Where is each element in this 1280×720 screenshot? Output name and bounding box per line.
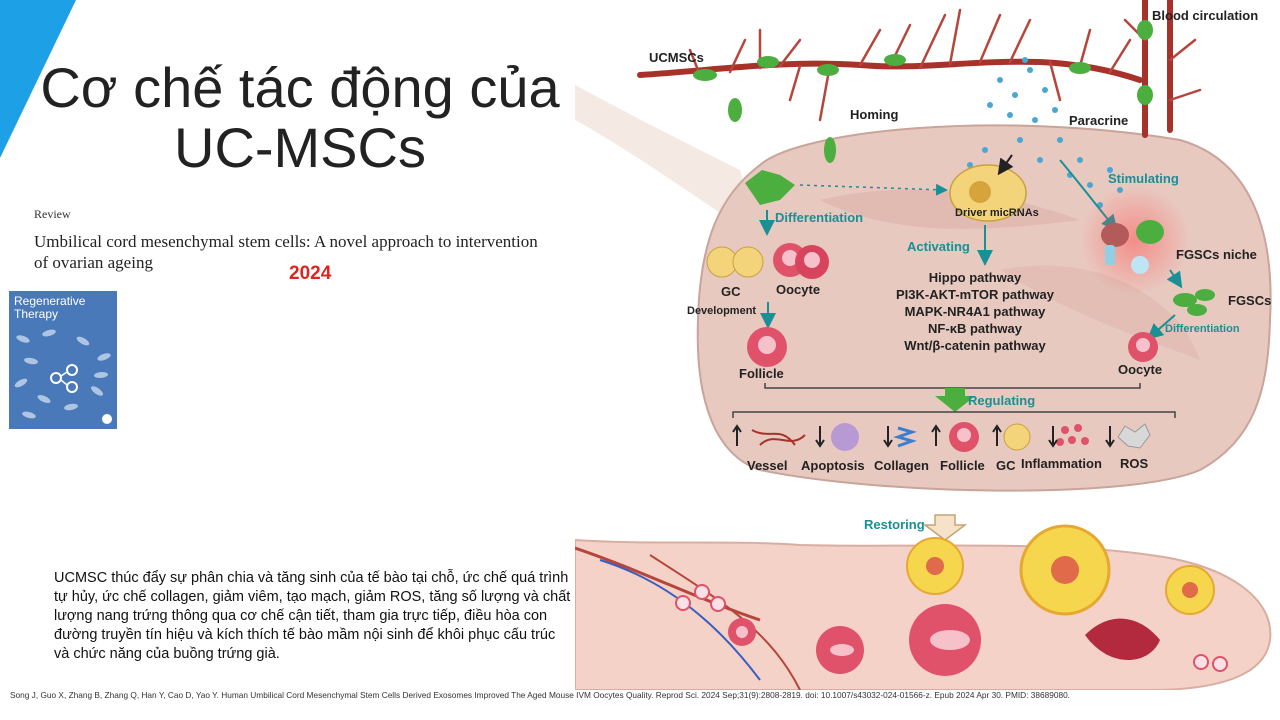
label-oocyte-right: Oocyte <box>1118 362 1162 377</box>
label-homing: Homing <box>850 107 898 122</box>
outcome-label: Collagen <box>874 458 929 473</box>
outcome-label: ROS <box>1120 456 1149 471</box>
down-arrow-icon <box>1105 426 1115 448</box>
outcome-arrows <box>732 424 1115 448</box>
label-follicle: Follicle <box>739 366 784 381</box>
pathway-item: Hippo pathway <box>929 270 1022 285</box>
up-arrow-icon <box>931 424 941 446</box>
down-arrow-icon <box>883 426 893 448</box>
outcome-label: GC <box>996 458 1016 473</box>
label-differentiation: Differentiation <box>775 210 863 225</box>
down-arrow-icon <box>1048 426 1058 448</box>
label-development: Development <box>687 305 756 317</box>
stem-cell <box>745 170 795 205</box>
oocyte-cells <box>773 243 829 279</box>
fgscs-niche-cells <box>1101 220 1164 274</box>
label-restoring: Restoring <box>864 517 925 532</box>
journal-cover-art <box>9 291 117 429</box>
label-oocyte: Oocyte <box>776 282 820 297</box>
restored-follicles <box>675 524 1228 676</box>
outcome-label: Apoptosis <box>801 458 865 473</box>
pathway-item: Wnt/β-catenin pathway <box>904 338 1046 353</box>
gc-cells <box>706 246 764 278</box>
ucmsc-cells <box>693 20 1153 163</box>
paper-title: Umbilical cord mesenchymal stem cells: A… <box>34 232 538 272</box>
outcome-label: Vessel <box>747 458 788 473</box>
outcome-icons <box>751 422 1151 452</box>
follicle-cell <box>747 327 787 367</box>
pathway-item: PI3K-AKT-mTOR pathway <box>896 287 1055 302</box>
restoring-arrow <box>922 514 968 541</box>
corner-accent-shape <box>0 0 76 158</box>
journal-cover-title: Regenerative Therapy <box>14 294 86 321</box>
label-driver-micrnas: Driver micRNAs <box>955 207 1039 219</box>
summary-text: UCMSC thúc đẩy sự phân chia và tăng sinh… <box>54 570 571 662</box>
citation-text: Song J, Guo X, Zhang B, Zhang Q, Han Y, … <box>10 690 1070 700</box>
label-regulating: Regulating <box>968 393 1035 408</box>
slide-title: Cơ chế tác động của UC-MSCs <box>20 58 580 178</box>
label-gc: GC <box>721 284 741 299</box>
label-ucmscs: UCMSCs <box>649 50 704 65</box>
label-paracrine: Paracrine <box>1069 113 1128 128</box>
title-line-1: Cơ chế tác động của <box>40 56 560 119</box>
down-arrow-icon <box>815 426 825 448</box>
pathway-item: NF-κB pathway <box>928 321 1023 336</box>
fgscs-cells <box>1173 289 1215 316</box>
title-line-2: UC-MSCs <box>174 116 426 179</box>
up-arrow-icon <box>732 424 742 446</box>
label-blood-circulation: Blood circulation <box>1152 8 1258 23</box>
oocyte-right-cell <box>1128 332 1158 362</box>
up-arrow-icon <box>992 424 1002 446</box>
review-label: Review <box>34 207 71 221</box>
label-activating: Activating <box>907 239 970 254</box>
outcome-labels: Vessel Apoptosis Collagen Follicle GC In… <box>747 456 1149 473</box>
tube-shape <box>575 85 760 240</box>
label-fgscs: FGSCs <box>1228 293 1271 308</box>
outcome-label: Inflammation <box>1021 456 1102 471</box>
pathway-list: Hippo pathway PI3K-AKT-mTOR pathway MAPK… <box>896 270 1055 353</box>
outcome-label: Follicle <box>940 458 985 473</box>
label-differentiation-right: Differentiation <box>1165 323 1240 335</box>
label-fgscs-niche: FGSCs niche <box>1176 247 1257 262</box>
mechanism-diagram: Blood circulation UCMSCs Homing Paracrin… <box>575 0 1272 690</box>
regulating-arrow <box>935 388 975 412</box>
pathway-item: MAPK-NR4A1 pathway <box>905 304 1047 319</box>
publication-year: 2024 <box>289 263 332 284</box>
label-stimulating: Stimulating <box>1108 171 1179 186</box>
journal-cover-image: Regenerative Therapy <box>9 291 117 429</box>
